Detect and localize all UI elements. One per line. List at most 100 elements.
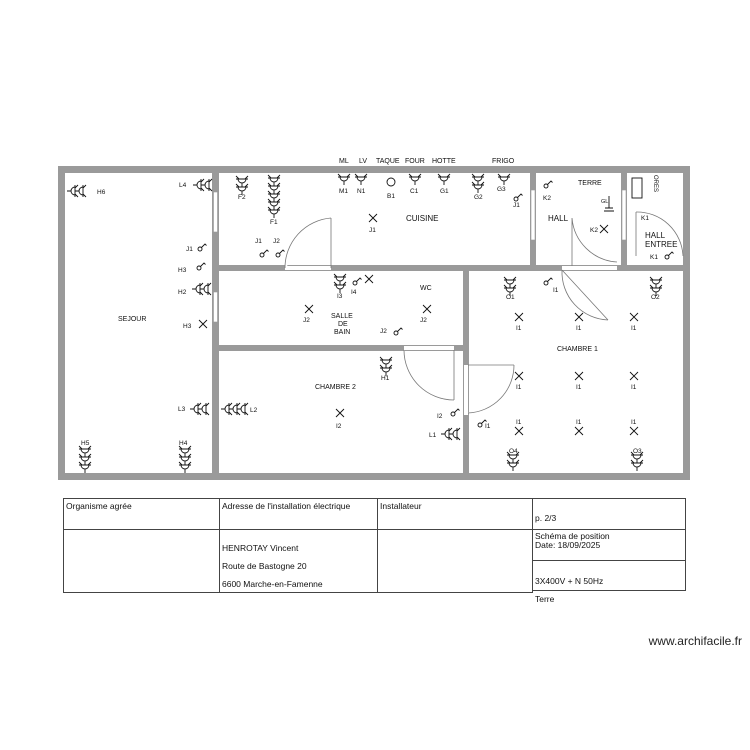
room-hall-entree: ENTREE xyxy=(645,240,677,249)
circuit-code: H5 xyxy=(81,440,90,447)
socket-icon xyxy=(75,184,87,198)
room-wc: WC xyxy=(420,285,432,292)
room-sejour: SEJOUR xyxy=(118,316,146,323)
date-cell: Date: 18/09/2025 xyxy=(532,529,686,561)
switch-icon xyxy=(352,277,362,286)
circuit-code: I2 xyxy=(336,423,342,430)
switch-icon xyxy=(543,277,553,286)
circuit-code: J1 xyxy=(255,238,262,245)
org-header: Organisme agrée xyxy=(63,498,220,530)
circuit-code: O1 xyxy=(506,294,515,301)
socket-icon xyxy=(471,181,485,193)
appliance-terre: TERRE xyxy=(578,180,602,187)
circuit-code: I3 xyxy=(337,293,343,300)
circuit-code: I1 xyxy=(553,287,559,294)
circuit-code: GL xyxy=(601,199,608,205)
socket-icon xyxy=(506,459,520,471)
circuit-code: H4 xyxy=(179,440,188,447)
circuit-code: C1 xyxy=(410,188,419,195)
installer-header: Installateur xyxy=(377,498,533,530)
circuit-code: J1 xyxy=(369,227,376,234)
circuit-code: G3 xyxy=(497,186,506,193)
room-chambre-2: CHAMBRE 2 xyxy=(315,384,356,391)
light-point-icon xyxy=(629,426,639,436)
light-point-icon xyxy=(574,426,584,436)
socket-icon xyxy=(630,459,644,471)
switch-icon xyxy=(543,180,553,189)
light-point-icon xyxy=(574,312,584,322)
ores-label: ORES xyxy=(652,175,658,192)
circuit-code: K2 xyxy=(590,227,598,234)
circuit-code: N1 xyxy=(357,188,366,195)
switch-icon xyxy=(197,243,207,252)
appliance-labels: ML LV TAQUE FOUR HOTTE FRIGO TERRE xyxy=(339,158,602,187)
circuit-code: O4 xyxy=(509,448,518,455)
circuit-code: G2 xyxy=(474,194,483,201)
appliance-frigo: FRIGO xyxy=(492,158,515,165)
light-point-icon xyxy=(574,371,584,381)
socket-icon xyxy=(267,182,281,194)
room-chambre-1: CHAMBRE 1 xyxy=(557,346,598,353)
socket-icon xyxy=(449,427,461,441)
circuit-code: O3 xyxy=(633,448,642,455)
switch-icon xyxy=(393,327,403,336)
windows xyxy=(213,189,627,323)
switch-icon xyxy=(275,249,285,258)
socket-icon xyxy=(333,281,347,293)
circuit-code: K1 xyxy=(650,254,658,261)
addr-header: Adresse de l'installation électrique xyxy=(219,498,378,530)
page-info: p. 2/3 Schéma de position xyxy=(532,498,686,541)
electrical-symbols xyxy=(67,173,674,473)
circuit-code: J1 xyxy=(513,202,520,209)
circuit-code: G1 xyxy=(440,188,449,195)
circuit-code: J2 xyxy=(420,317,427,324)
circuit-code: L1 xyxy=(429,432,437,439)
light-point-icon xyxy=(629,312,639,322)
walls xyxy=(58,166,690,480)
earth-icon xyxy=(604,196,614,212)
address-line: Route de Bastogne 20 xyxy=(222,561,307,571)
socket-icon xyxy=(503,284,517,296)
circuit-code: I1 xyxy=(516,419,522,426)
switch-icon xyxy=(259,249,269,258)
socket-icon xyxy=(630,451,644,463)
socket-icon xyxy=(200,282,212,296)
socket-icon xyxy=(178,461,192,473)
light-point-icon xyxy=(304,304,314,314)
circuit-code: I4 xyxy=(351,289,357,296)
light-point-icon xyxy=(335,408,345,418)
circuit-code: H3 xyxy=(178,267,187,274)
page-number: p. 2/3 xyxy=(535,513,557,523)
socket-icon xyxy=(267,198,281,210)
light-point-icon xyxy=(599,224,609,234)
circuit-code: I1 xyxy=(576,325,582,332)
document-title: Schéma de position xyxy=(535,531,610,541)
circuit-code: K1 xyxy=(641,215,649,222)
room-salle-de-bain: BAIN xyxy=(334,329,350,336)
socket-icon xyxy=(333,273,347,285)
socket-icon xyxy=(267,174,281,186)
room-labels: SEJOUR CUISINE HALL HALL ENTREE WC SALLE… xyxy=(118,214,677,391)
socket-icon xyxy=(267,190,281,202)
switch-icon xyxy=(196,262,206,271)
circuit-code: J1 xyxy=(186,246,193,253)
meter-icon xyxy=(631,177,643,199)
socket-icon xyxy=(198,402,210,416)
supply-cell: 3X400V + N 50Hz Terre xyxy=(532,560,686,604)
circuit-code: I1 xyxy=(631,419,637,426)
circuit-code: I1 xyxy=(516,384,522,391)
circuit-code: J2 xyxy=(303,317,310,324)
room-salle-de-bain: SALLE xyxy=(331,313,353,320)
light-point-icon xyxy=(514,312,524,322)
circuit-code: I1 xyxy=(576,384,582,391)
switch-icon xyxy=(477,419,487,428)
appliance-lv: LV xyxy=(359,158,367,165)
circuit-code: L3 xyxy=(178,406,186,413)
socket-icon xyxy=(201,178,213,192)
socket-icon xyxy=(78,453,92,465)
doors xyxy=(284,211,684,415)
socket-icon xyxy=(235,175,249,187)
light-point-icon xyxy=(368,213,378,223)
socket-icon xyxy=(506,451,520,463)
